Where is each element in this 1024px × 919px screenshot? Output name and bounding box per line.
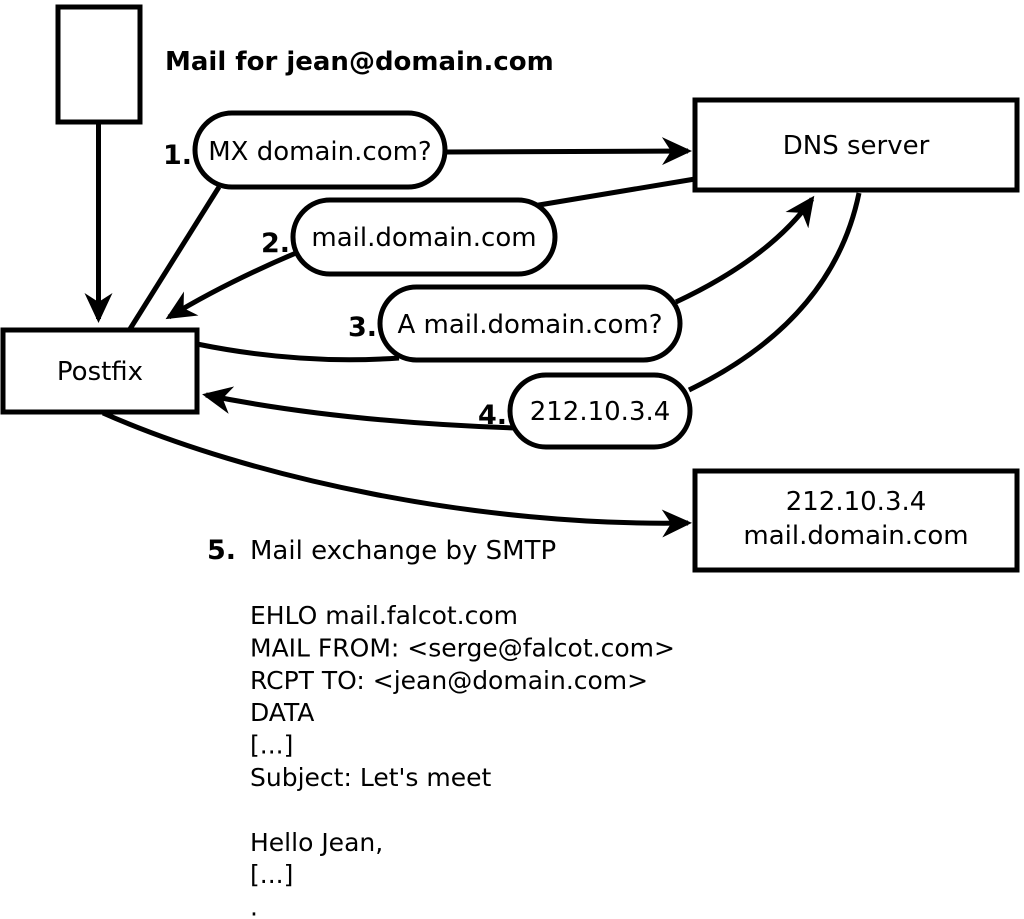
smtp-line: . bbox=[250, 893, 258, 919]
mail-for-header: Mail for jean@domain.com bbox=[165, 47, 554, 77]
step5-label: Mail exchange by SMTP bbox=[250, 536, 556, 566]
step1-number: 1. bbox=[163, 140, 192, 171]
answer2-label: mail.domain.com bbox=[311, 223, 536, 253]
dns-server-box bbox=[692, 97, 1020, 193]
smtp-line: [...] bbox=[250, 731, 293, 760]
smtp-line: Hello Jean, bbox=[250, 828, 383, 857]
line-postfix-to-query1 bbox=[127, 185, 222, 331]
smtp-line: EHLO mail.falcot.com bbox=[250, 601, 518, 630]
postfix-label: Postfix bbox=[57, 357, 143, 387]
arrow-query1-to-dns bbox=[444, 137, 692, 166]
query3-pill bbox=[377, 284, 683, 363]
query1-pill bbox=[192, 110, 448, 190]
arrow-answer2-to-postfix bbox=[165, 250, 297, 320]
smtp-line: [...] bbox=[250, 860, 293, 889]
mailserver-box bbox=[692, 468, 1020, 573]
step4-number: 4. bbox=[478, 400, 507, 431]
smtp-session-transcript: EHLO mail.falcot.com MAIL FROM: <serge@f… bbox=[250, 601, 675, 919]
arrow-postfix-to-mailserver bbox=[101, 410, 692, 538]
envelope-icon bbox=[55, 4, 143, 125]
step3-number: 3. bbox=[348, 312, 377, 343]
arrow-query3-to-dns bbox=[674, 195, 815, 305]
postfix-box bbox=[0, 327, 200, 415]
line-postfix-to-query3 bbox=[196, 341, 400, 363]
line-dns-to-answer4 bbox=[687, 192, 862, 393]
smtp-line: MAIL FROM: <serge@falcot.com> bbox=[250, 633, 675, 662]
step2-number: 2. bbox=[261, 228, 290, 259]
query3-label: A mail.domain.com? bbox=[398, 310, 663, 340]
smtp-line: DATA bbox=[250, 698, 314, 727]
answer4-pill bbox=[507, 372, 693, 450]
smtp-line: RCPT TO: <jean@domain.com> bbox=[250, 666, 648, 695]
answer2-pill bbox=[290, 197, 558, 277]
step5-number: 5. bbox=[207, 535, 236, 566]
answer4-label: 212.10.3.4 bbox=[530, 397, 671, 427]
dns-server-label: DNS server bbox=[783, 131, 930, 161]
query1-label: MX domain.com? bbox=[208, 137, 431, 167]
arrow-answer4-to-postfix bbox=[202, 386, 516, 431]
smtp-line: Subject: Let's meet bbox=[250, 763, 491, 792]
mailserver-host-label: mail.domain.com bbox=[743, 521, 968, 551]
mailserver-ip-label: 212.10.3.4 bbox=[786, 487, 927, 517]
line-dns-to-answer2 bbox=[520, 176, 696, 211]
